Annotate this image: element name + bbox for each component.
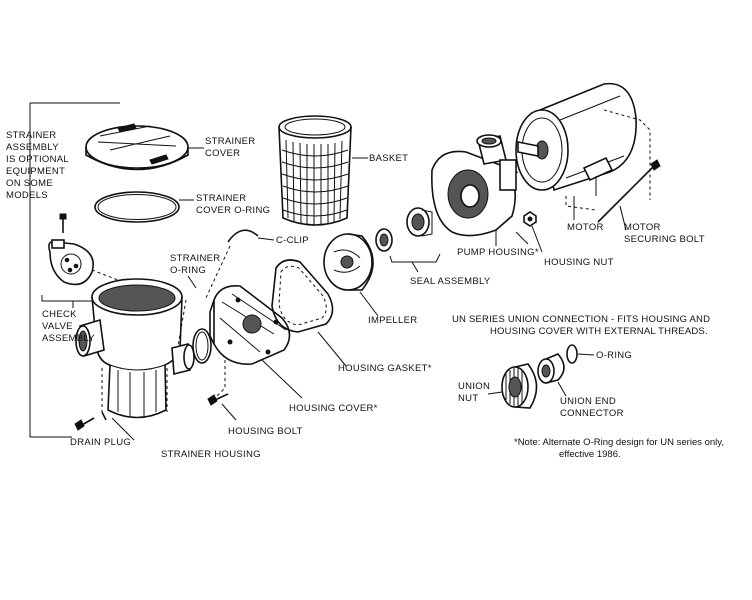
housing-nut [523, 211, 543, 253]
alignment-line-2 [177, 299, 187, 347]
label-housing-bolt: HOUSING BOLT [228, 426, 303, 437]
label-strainer-housing: STRAINER HOUSING [161, 449, 261, 460]
impeller [323, 233, 374, 291]
label-housing-cover: HOUSING COVER* [289, 403, 378, 414]
leader-lines [111, 147, 575, 441]
label-motor: MOTOR [567, 222, 604, 233]
label-impeller: IMPELLER [368, 315, 418, 326]
label-drain-plug: DRAIN PLUG [70, 437, 132, 448]
strainer-cover-oring [94, 191, 180, 223]
alignment-line-3 [214, 360, 226, 399]
union-nut [487, 363, 538, 409]
label-pump-housing: PUMP HOUSING* [457, 247, 539, 258]
label-oring: O-RING [596, 350, 633, 361]
label-housing-gasket: HOUSING GASKET* [338, 363, 432, 374]
union-end-connector [537, 353, 567, 397]
un-series-heading: UN SERIES UNION CONNECTION - FITS HOUSIN… [452, 314, 711, 337]
pump-housing [431, 134, 529, 246]
union-oring [566, 344, 595, 364]
optional-equipment-note: STRAINER ASSEMBLY IS OPTIONAL EQUIPMENT … [6, 130, 69, 201]
footnote: *Note: Alternate O-Ring design for UN se… [514, 437, 724, 460]
alignment-line-1 [204, 245, 231, 301]
label-seal-assembly: SEAL ASSEMBLY [410, 276, 491, 287]
housing-bolt [207, 393, 229, 406]
strainer-cover [85, 123, 189, 171]
label-housing-nut: HOUSING NUT [544, 257, 614, 268]
basket [278, 115, 368, 226]
label-c-clip: C-CLIP [276, 235, 309, 246]
drain-plug [74, 417, 95, 431]
housing-cover [209, 284, 291, 365]
motor [515, 82, 651, 211]
c-clip [227, 229, 275, 243]
motor-securing-bolt [597, 159, 661, 231]
optional-equipment-bracket [29, 102, 120, 438]
check-valve [48, 239, 119, 286]
strainer-oring [192, 328, 212, 364]
check-valve-screw [59, 213, 67, 233]
housing-gasket [271, 259, 334, 333]
label-basket: BASKET [369, 153, 409, 164]
strainer-housing [75, 278, 195, 421]
seal-assembly [375, 207, 441, 273]
